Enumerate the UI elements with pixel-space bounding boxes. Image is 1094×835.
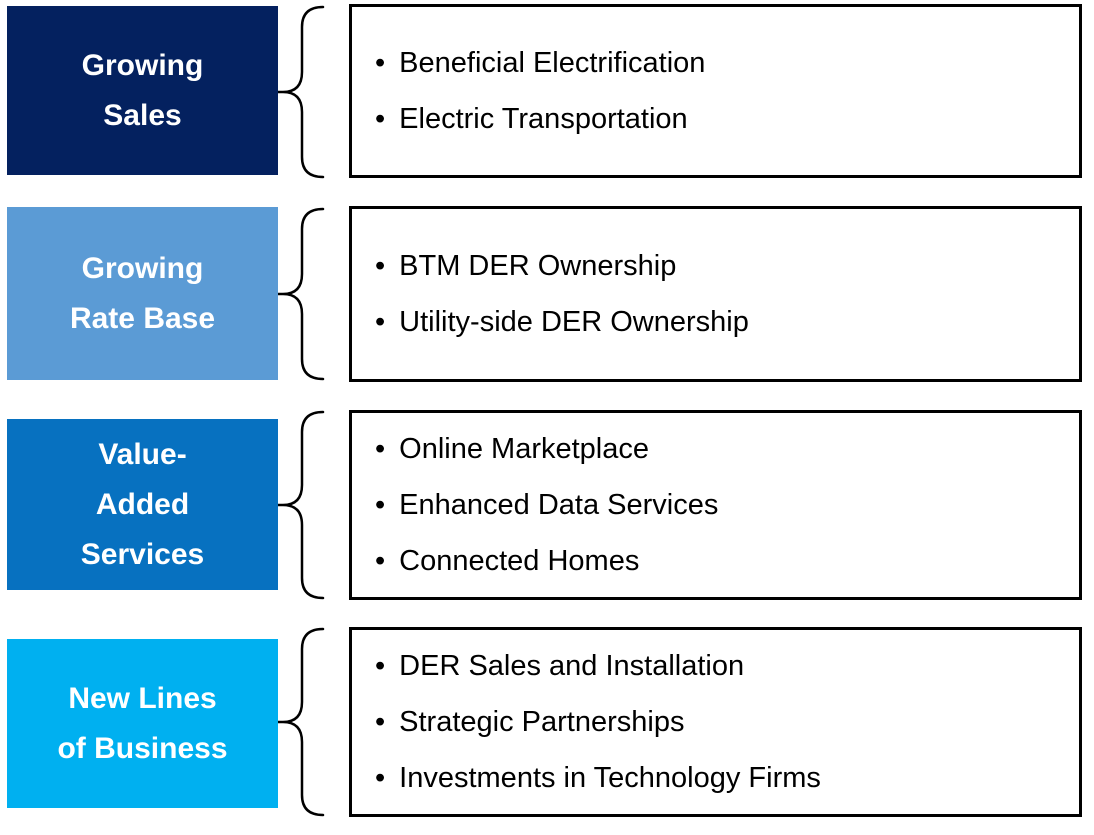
category-label-line: Growing xyxy=(81,48,204,82)
list-item: • Strategic Partnerships xyxy=(375,694,1071,750)
bullet-icon: • xyxy=(375,250,386,282)
bullet-icon: • xyxy=(375,306,386,338)
brace-icon xyxy=(278,410,325,600)
bullet-text: Utility-side DER Ownership xyxy=(399,306,749,338)
bullet-text: Online Marketplace xyxy=(399,433,649,465)
curly-brace-connector xyxy=(278,626,328,818)
bullet-icon: • xyxy=(375,650,386,682)
curly-brace-connector xyxy=(278,409,328,601)
brace-icon xyxy=(278,207,325,381)
curly-brace-connector xyxy=(278,206,328,382)
list-item: • Beneficial Electrification xyxy=(375,35,1071,91)
bullet-icon: • xyxy=(375,103,386,135)
bullet-icon: • xyxy=(375,762,386,794)
bullet-text: BTM DER Ownership xyxy=(399,250,677,282)
list-item: • Electric Transportation xyxy=(375,91,1071,147)
list-item: • Enhanced Data Services xyxy=(375,477,1071,533)
category-label-line: New Lines xyxy=(68,681,217,715)
bullet-text: Investments in Technology Firms xyxy=(399,762,821,794)
list-item: • Connected Homes xyxy=(375,533,1071,589)
category-label-line: Sales xyxy=(103,98,182,132)
bullet-text: Enhanced Data Services xyxy=(399,489,719,521)
bullet-text: Connected Homes xyxy=(399,545,640,577)
bullet-icon: • xyxy=(375,47,386,79)
curly-brace-connector xyxy=(278,4,328,180)
bullet-box-value-added-services: • Online Marketplace • Enhanced Data Ser… xyxy=(349,410,1082,600)
list-item: • Investments in Technology Firms xyxy=(375,750,1071,806)
list-item: • Utility-side DER Ownership xyxy=(375,294,1071,350)
bullet-icon: • xyxy=(375,545,386,577)
category-box-growing-sales: Growing Sales xyxy=(7,6,278,175)
bullet-box-growing-rate-base: • BTM DER Ownership • Utility-side DER O… xyxy=(349,206,1082,382)
category-label-line: Added xyxy=(95,487,190,521)
bullet-box-growing-sales: • Beneficial Electrification • Electric … xyxy=(349,4,1082,178)
bullet-icon: • xyxy=(375,706,386,738)
category-label-line: Growing xyxy=(81,251,204,285)
brace-icon xyxy=(278,5,325,179)
bullet-icon: • xyxy=(375,433,386,465)
bullet-text: DER Sales and Installation xyxy=(399,650,745,682)
category-box-value-added-services: Value- Added Services xyxy=(7,419,278,590)
bullet-text: Strategic Partnerships xyxy=(399,706,685,738)
category-box-new-lines-of-business: New Lines of Business xyxy=(7,639,278,808)
bullet-text: Electric Transportation xyxy=(399,103,688,135)
category-label-line: Services xyxy=(80,537,205,571)
list-item: • Online Marketplace xyxy=(375,421,1071,477)
list-item: • BTM DER Ownership xyxy=(375,238,1071,294)
bullet-text: Beneficial Electrification xyxy=(399,47,706,79)
list-item: • DER Sales and Installation xyxy=(375,638,1071,694)
category-label-line: Value- xyxy=(98,437,187,471)
category-label-line: of Business xyxy=(57,731,228,765)
category-box-growing-rate-base: Growing Rate Base xyxy=(7,207,278,380)
category-label-line: Rate Base xyxy=(69,301,216,335)
brace-icon xyxy=(278,627,325,817)
bullet-box-new-lines-of-business: • DER Sales and Installation • Strategic… xyxy=(349,627,1082,817)
bullet-icon: • xyxy=(375,489,386,521)
